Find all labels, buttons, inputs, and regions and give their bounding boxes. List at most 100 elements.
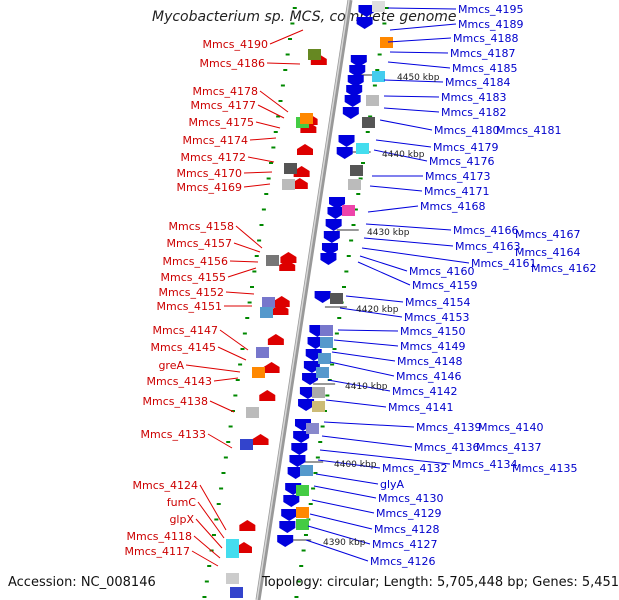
gene-category-box	[316, 367, 329, 378]
gene-label-right[interactable]: Mmcs_4148	[397, 355, 462, 368]
reverse-gene-arrow	[321, 243, 338, 255]
gene-label-left[interactable]: Mmcs_4177	[191, 99, 256, 112]
gene-label-left[interactable]: glpX	[169, 513, 194, 526]
gene-label-left[interactable]: Mmcs_4170	[177, 167, 242, 180]
gene-label-right[interactable]: Mmcs_4188	[453, 32, 518, 45]
gene-label-right[interactable]: Mmcs_4140	[478, 421, 543, 434]
gene-label-left[interactable]: Mmcs_4118	[127, 530, 192, 543]
gene-label-right[interactable]: Mmcs_4189	[458, 18, 523, 31]
gene-label-right[interactable]: Mmcs_4126	[370, 555, 435, 568]
leader-line-left	[259, 90, 289, 113]
leader-line-left	[243, 183, 271, 188]
gene-label-right[interactable]: Mmcs_4160	[409, 265, 474, 278]
gene-label-left[interactable]: Mmcs_4156	[163, 255, 228, 268]
gene-category-box	[350, 165, 363, 176]
gene-label-left[interactable]: Mmcs_4155	[161, 271, 226, 284]
gene-label-right[interactable]: Mmcs_4141	[388, 401, 453, 414]
leader-line-left	[257, 104, 285, 119]
gene-label-left[interactable]: Mmcs_4152	[159, 286, 224, 299]
leader-line-left	[191, 550, 219, 567]
gene-label-left[interactable]: Mmcs_4172	[181, 151, 246, 164]
gene-label-left[interactable]: Mmcs_4138	[143, 395, 208, 408]
gene-label-right[interactable]: Mmcs_4171	[424, 185, 489, 198]
gene-label-right[interactable]: Mmcs_4161	[471, 257, 536, 270]
gene-label-right[interactable]: Mmcs_4166	[453, 224, 518, 237]
gene-label-left[interactable]: Mmcs_4178	[193, 85, 258, 98]
gene-label-right[interactable]: glyA	[380, 478, 405, 491]
leader-line-left	[233, 242, 261, 253]
leader-line-left	[217, 346, 247, 361]
gene-label-right[interactable]: Mmcs_4180	[434, 124, 499, 137]
gene-label-left[interactable]: Mmcs_4157	[167, 237, 232, 250]
gene-label-right[interactable]: Mmcs_4139	[416, 421, 481, 434]
gene-label-right[interactable]: Mmcs_4167	[515, 228, 580, 241]
leader-line-right	[345, 295, 404, 303]
gene-label-right[interactable]: Mmcs_4184	[445, 76, 510, 89]
gene-label-right[interactable]: Mmcs_4132	[382, 462, 447, 475]
reverse-gene-arrow	[356, 17, 373, 29]
gene-label-left[interactable]: Mmcs_4124	[133, 479, 198, 492]
gene-category-box	[226, 547, 239, 558]
gene-label-right[interactable]: Mmcs_4187	[450, 47, 515, 60]
gene-label-right[interactable]: Mmcs_4163	[455, 240, 520, 253]
gene-label-right[interactable]: Mmcs_4162	[531, 262, 596, 275]
gene-label-left[interactable]: Mmcs_4117	[125, 545, 190, 558]
gene-label-left[interactable]: Mmcs_4158	[169, 220, 234, 233]
gene-label-left[interactable]: Mmcs_4143	[147, 375, 212, 388]
gene-label-right[interactable]: Mmcs_4137	[476, 441, 541, 454]
reverse-gene-arrow	[299, 387, 316, 399]
gene-label-right[interactable]: Mmcs_4168	[420, 200, 485, 213]
gene-label-right[interactable]: Mmcs_4164	[515, 246, 580, 259]
gene-label-left[interactable]: greA	[158, 359, 184, 372]
reverse-gene-arrow	[325, 219, 342, 231]
gene-label-right[interactable]: Mmcs_4181	[496, 124, 561, 137]
gene-label-left[interactable]: Mmcs_4151	[157, 300, 222, 313]
leader-line-right	[331, 351, 396, 362]
leader-line-left	[185, 364, 241, 373]
gene-label-right[interactable]: Mmcs_4135	[512, 462, 577, 475]
gene-label-right[interactable]: Mmcs_4146	[396, 370, 461, 383]
gene-label-left[interactable]: Mmcs_4186	[200, 57, 265, 70]
gene-label-left[interactable]: Mmcs_4174	[183, 134, 248, 147]
gene-label-right[interactable]: Mmcs_4153	[404, 311, 469, 324]
gene-label-left[interactable]: Mmcs_4169	[177, 181, 242, 194]
gene-label-right[interactable]: Mmcs_4182	[441, 106, 506, 119]
gene-label-left[interactable]: Mmcs_4147	[153, 324, 218, 337]
gene-label-right[interactable]: Mmcs_4134	[452, 458, 517, 471]
gene-label-right[interactable]: Mmcs_4142	[392, 385, 457, 398]
gene-category-box	[308, 49, 321, 60]
gene-category-box	[252, 367, 265, 378]
gene-label-right[interactable]: Mmcs_4136	[414, 441, 479, 454]
gene-category-box	[318, 353, 331, 364]
gene-label-right[interactable]: Mmcs_4128	[374, 523, 439, 536]
gene-label-right[interactable]: Mmcs_4185	[452, 62, 517, 75]
reverse-gene-arrow	[289, 455, 306, 467]
gene-category-box	[282, 179, 295, 190]
leader-line-right	[387, 61, 451, 69]
gene-category-box	[312, 387, 325, 398]
gene-label-right[interactable]: Mmcs_4127	[372, 538, 437, 551]
gene-label-right[interactable]: Mmcs_4183	[441, 91, 506, 104]
gene-category-box	[266, 255, 279, 266]
gene-label-right[interactable]: Mmcs_4154	[405, 296, 470, 309]
kbp-label: 4430 kbp	[367, 228, 410, 238]
gene-label-left[interactable]: Mmcs_4175	[189, 116, 254, 129]
gene-label-left[interactable]: Mmcs_4133	[141, 428, 206, 441]
leader-line-right	[389, 51, 449, 54]
gene-label-left[interactable]: fumC	[167, 496, 197, 509]
gene-label-left[interactable]: Mmcs_4145	[151, 341, 216, 354]
gene-label-right[interactable]: Mmcs_4176	[429, 155, 494, 168]
gene-label-right[interactable]: Mmcs_4179	[433, 141, 498, 154]
gene-label-right[interactable]: Mmcs_4130	[378, 492, 443, 505]
gene-label-right[interactable]: Mmcs_4149	[400, 340, 465, 353]
gene-label-left[interactable]: Mmcs_4190	[203, 38, 268, 51]
gene-label-right[interactable]: Mmcs_4150	[400, 325, 465, 338]
gene-label-right[interactable]: Mmcs_4129	[376, 507, 441, 520]
gene-category-box	[262, 297, 275, 308]
gene-label-right[interactable]: Mmcs_4173	[425, 170, 490, 183]
gene-category-box	[230, 587, 243, 598]
gene-label-right[interactable]: Mmcs_4195	[458, 3, 523, 16]
leader-line-right	[379, 119, 433, 131]
leader-line-left	[229, 260, 259, 263]
gene-label-right[interactable]: Mmcs_4159	[412, 279, 477, 292]
